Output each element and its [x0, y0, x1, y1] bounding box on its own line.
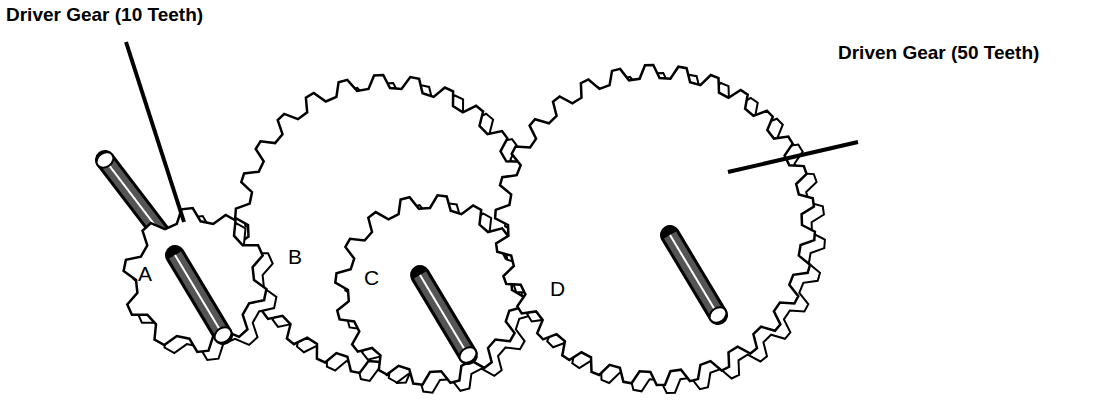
gear-shaft	[420, 275, 468, 355]
callout-label: Driver Gear (10 Teeth)	[6, 4, 203, 26]
gear-letter: A	[138, 262, 152, 286]
gear-letter: B	[288, 245, 302, 269]
shaft-end	[94, 149, 117, 171]
gear	[124, 208, 267, 352]
gear-shaft	[420, 275, 468, 355]
gear-letter: D	[550, 277, 565, 301]
gear-shaft	[175, 255, 223, 335]
leader-line	[728, 142, 858, 172]
gear	[495, 65, 815, 385]
shaft-end	[457, 344, 480, 366]
gear-shaft	[175, 255, 223, 335]
gear-letter: C	[364, 266, 379, 290]
gear-shaft	[670, 235, 718, 315]
callout-label: Driven Gear (50 Teeth)	[838, 42, 1039, 64]
gear-shaft	[420, 275, 468, 355]
gear	[335, 195, 524, 384]
shaft-end	[707, 304, 730, 326]
leader-line	[126, 42, 184, 222]
gear-shaft	[670, 235, 718, 315]
gear-shaft	[670, 235, 718, 315]
shaft-end	[212, 324, 235, 346]
gear-shaft	[175, 255, 223, 335]
